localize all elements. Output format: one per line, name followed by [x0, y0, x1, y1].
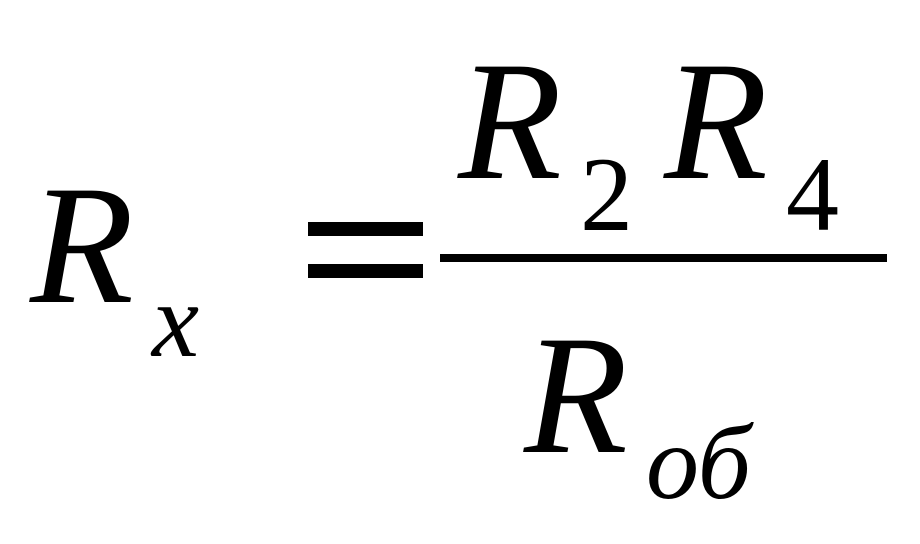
numerator-term1-subscript: 2 [580, 136, 633, 253]
equals-bar-top [308, 222, 423, 236]
denominator-symbol: R [524, 301, 628, 489]
numerator-term1-symbol: R [458, 27, 562, 215]
equals-bar-bottom [308, 264, 423, 278]
denominator-subscript: об [646, 404, 751, 521]
lhs-subscript: x [152, 262, 200, 379]
fraction-bar [440, 254, 887, 262]
numerator-term2-symbol: R [664, 27, 768, 215]
lhs-symbol: R [30, 151, 134, 339]
numerator-term2-subscript: 4 [786, 136, 839, 253]
